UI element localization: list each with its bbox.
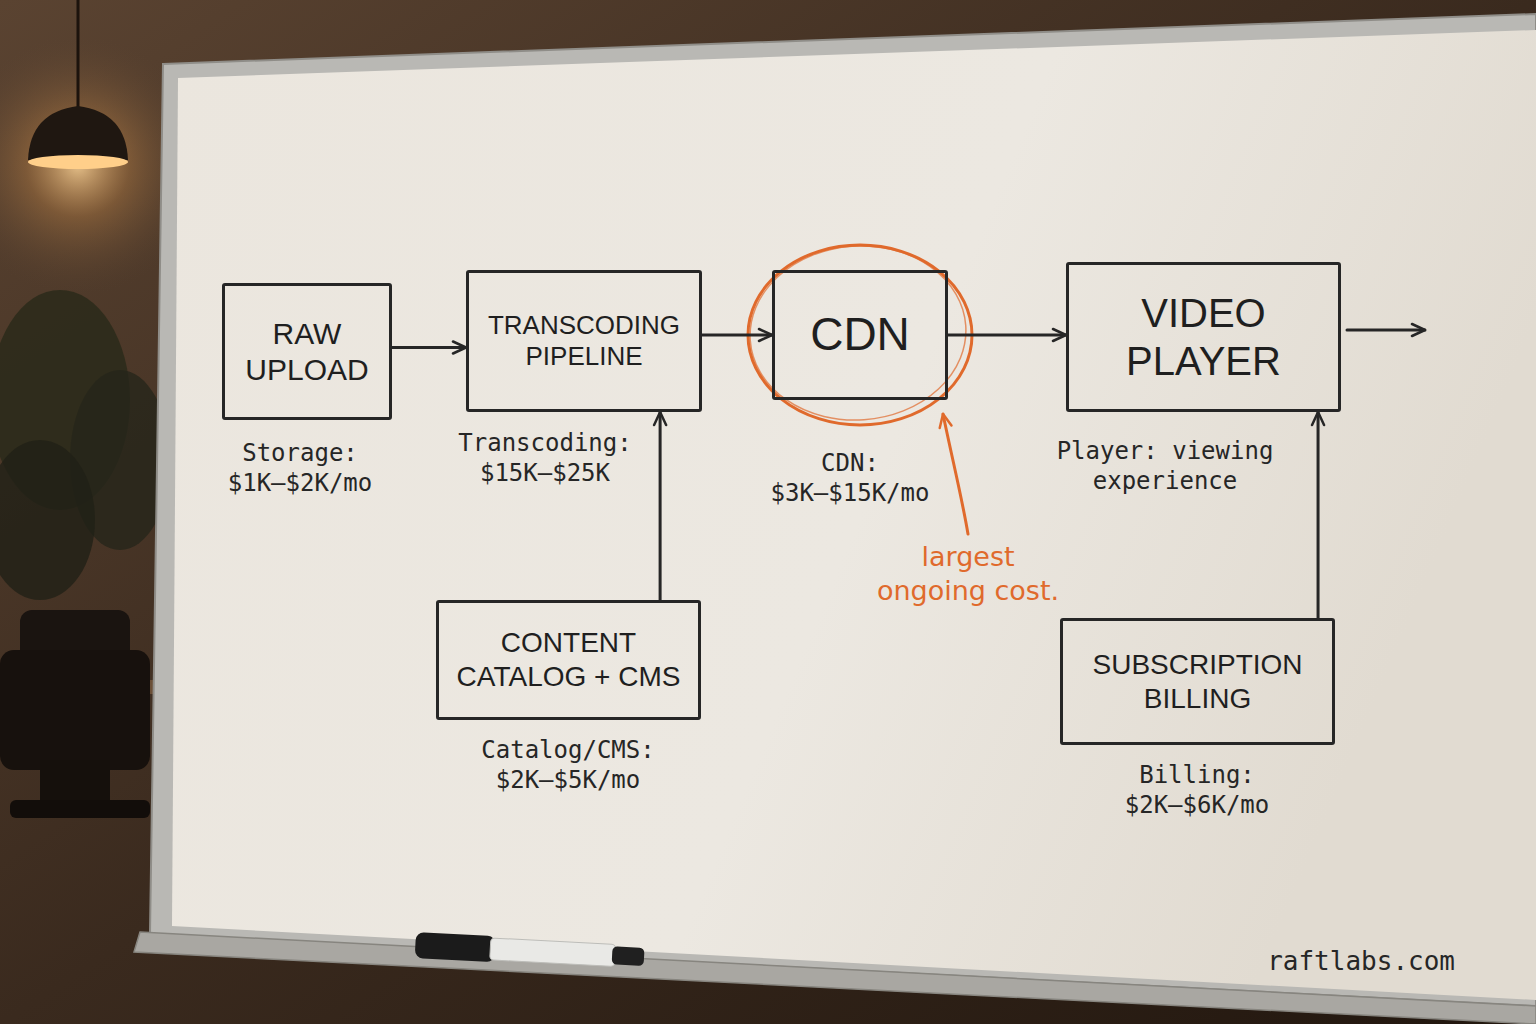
output-arrow [1347,329,1425,332]
annotation-arrow [943,414,968,534]
cost-note: Billing: $2K–$6K/mo [1115,760,1280,820]
flow-arrow [659,412,662,600]
whiteboard-surface [172,30,1536,1000]
lamp-cord [77,0,80,108]
cost-note: Catalog/CMS: $2K–$5K/mo [473,735,663,795]
cost-note: CDN: $3K–$15K/mo [763,448,938,508]
box-label: RAW UPLOAD [237,316,377,388]
process-box: CDN [772,270,948,400]
process-box: CONTENT CATALOG + CMS [436,600,701,720]
flow-arrow [702,334,772,337]
process-box: TRANSCODING PIPELINE [466,270,702,412]
process-box: VIDEO PLAYER [1066,262,1341,412]
lamp-bulb-light [28,155,128,169]
board-frame [150,14,1536,1006]
flow-arrow [392,346,466,349]
annotation-note: largest ongoing cost. [868,540,1068,608]
highlight-circle [748,245,972,425]
office-chair [0,610,150,818]
box-label: CDN [787,307,933,362]
cost-note: Transcoding: $15K–$25K [450,428,640,488]
box-label: VIDEO PLAYER [1081,289,1326,385]
watermark: raftlabs.com [1215,945,1455,978]
plant [0,290,170,600]
flow-arrow [948,334,1066,337]
box-label: TRANSCODING PIPELINE [481,310,687,372]
marker-tray [134,932,1536,1024]
process-box: SUBSCRIPTION BILLING [1060,618,1335,745]
flow-arrow [1317,412,1320,618]
process-box: RAW UPLOAD [222,283,392,420]
cost-note: Storage: $1K–$2K/mo [218,438,383,498]
lamp-shade [28,106,128,160]
box-label: SUBSCRIPTION BILLING [1075,648,1320,715]
highlight-circle-stroke [744,239,972,428]
cost-note: Player: viewing experience [1050,436,1280,496]
marker-pen [415,932,645,970]
box-label: CONTENT CATALOG + CMS [451,626,686,693]
